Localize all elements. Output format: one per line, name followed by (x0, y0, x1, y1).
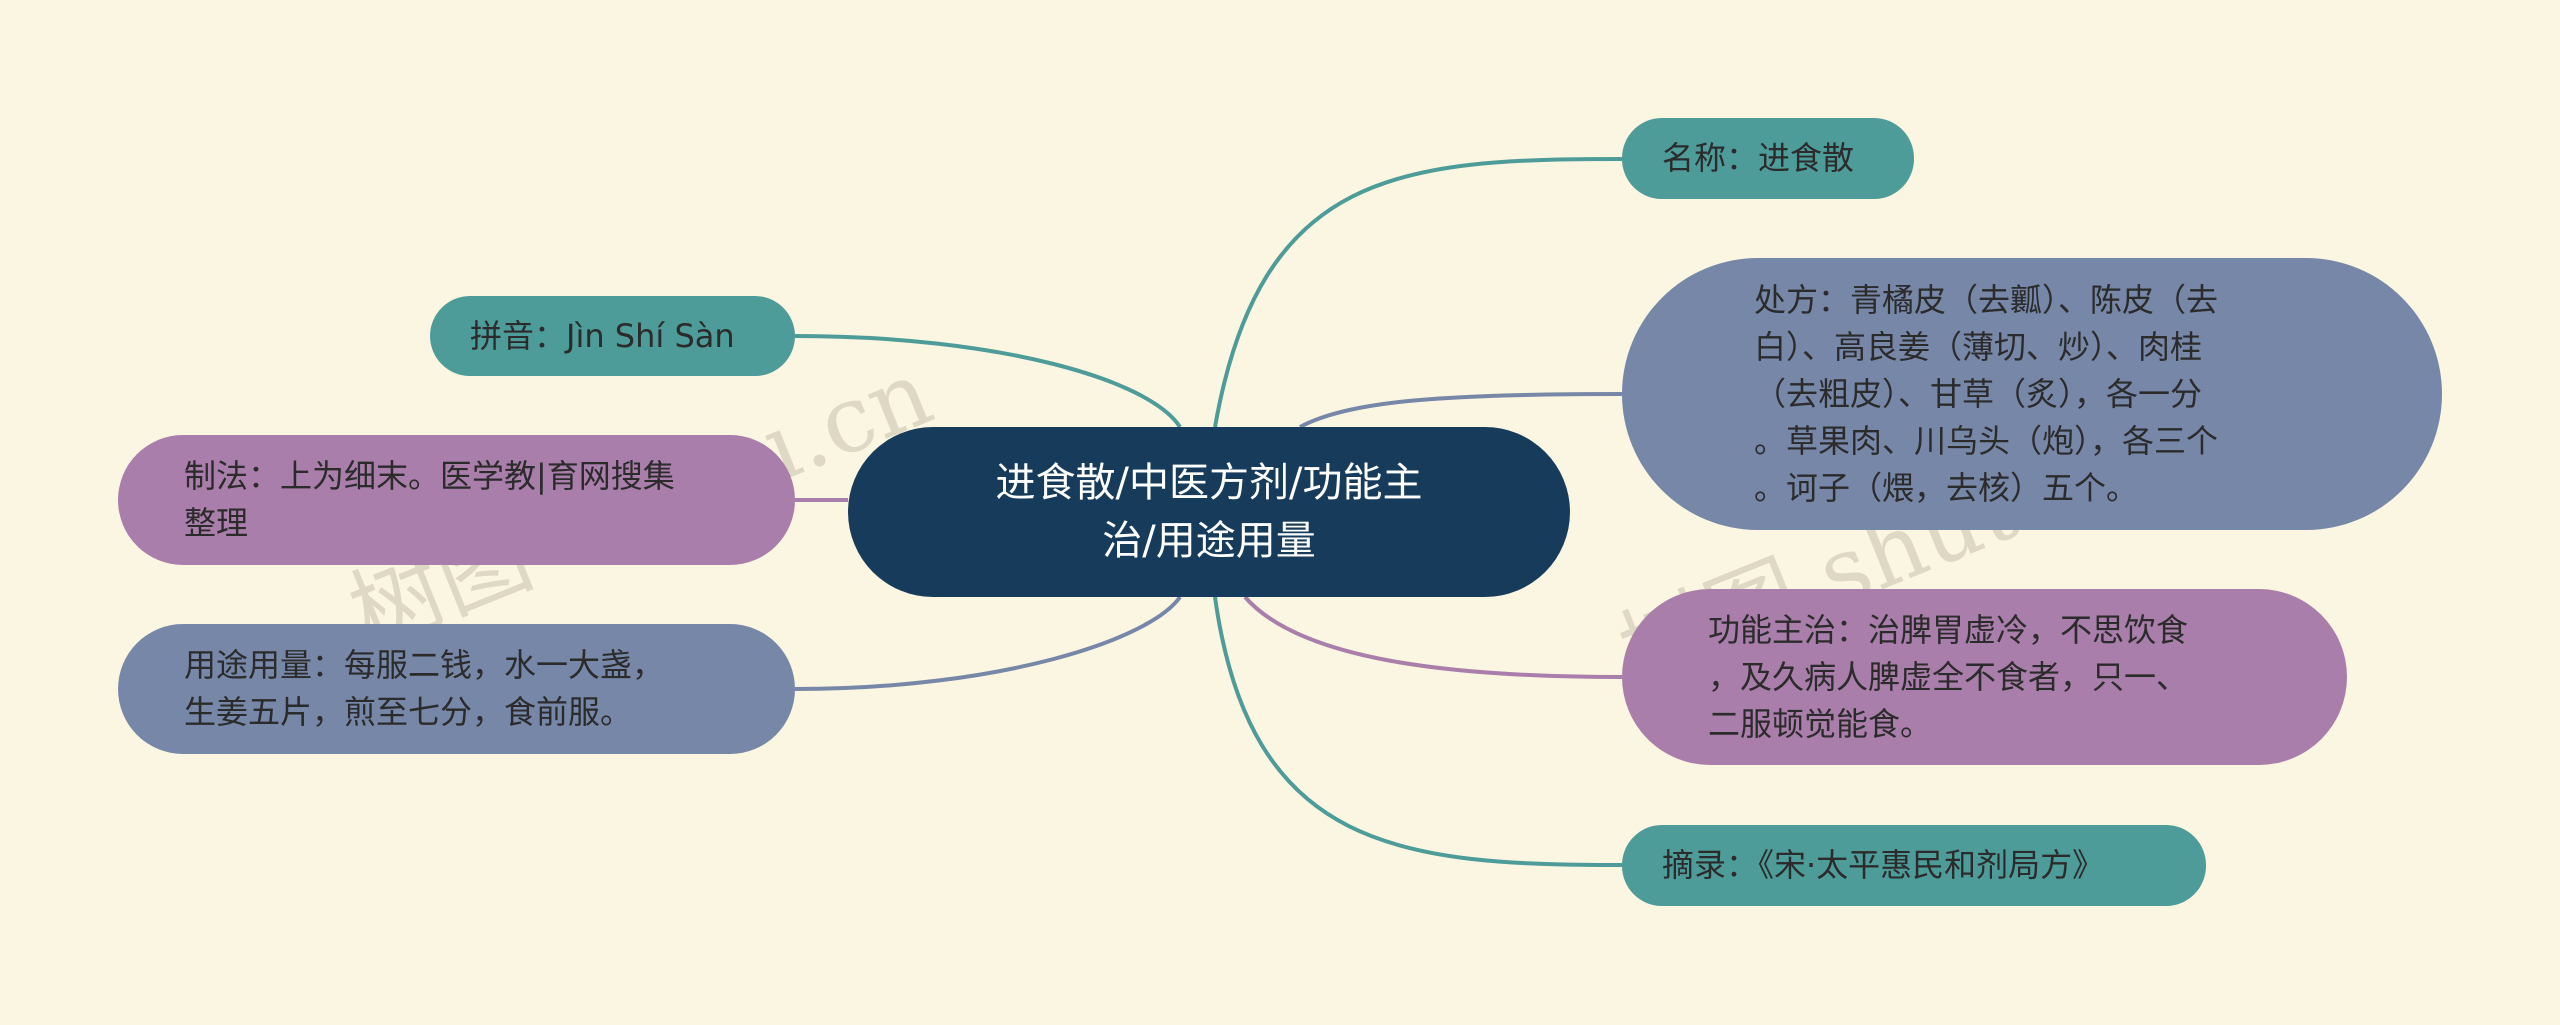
branch-chufang-line-3: （去粗皮）、甘草（炙），各一分 (1754, 374, 2203, 413)
branch-yongtu-line-2: 生姜五片，煎至七分，食前服。 (184, 693, 633, 731)
branch-text-yongtu: 用途用量：每服二钱，水一大盏， 生姜五片，煎至七分，食前服。 (184, 642, 664, 736)
branch-node-pinyin[interactable]: 拼音：Jìn Shí Sàn (430, 296, 795, 376)
branch-text-gongneng: 功能主治：治脾胃虚冷，不思饮食 ，及久病人脾虚全不食者，只一、 二服顿觉能食。 (1708, 607, 2188, 748)
link-pinyin (794, 334, 1182, 429)
branch-text-zhifa: 制法：上为细末。医学教|育网搜集 整理 (184, 453, 675, 547)
link-yongtu (794, 595, 1182, 691)
branch-chufang-line-4: 。草果肉、川乌头（炮），各三个 (1754, 421, 2219, 460)
central-topic-node[interactable]: 进食散/中医方剂/功能主 治/用途用量 (848, 427, 1570, 597)
central-topic-line-2: 治/用途用量 (1102, 518, 1316, 564)
link-gongneng (1243, 595, 1623, 679)
branch-gongneng-line-3: 二服顿觉能食。 (1708, 704, 1933, 743)
branch-chufang-line-2: 白）、高良姜（薄切、炒）、肉桂 (1754, 327, 2203, 366)
branch-gongneng-line-1: 功能主治：治脾胃虚冷，不思饮食 (1708, 610, 2189, 649)
branch-node-zhifa[interactable]: 制法：上为细末。医学教|育网搜集 整理 (118, 435, 795, 565)
branch-text-pinyin: 拼音：Jìn Shí Sàn (470, 316, 735, 355)
branch-text-chufang: 处方：青橘皮（去瓤）、陈皮（去 白）、高良姜（薄切、炒）、肉桂 （去粗皮）、甘草… (1754, 277, 2218, 512)
central-topic-text: 进食散/中医方剂/功能主 治/用途用量 (996, 454, 1423, 570)
branch-node-chufang[interactable]: 处方：青橘皮（去瓤）、陈皮（去 白）、高良姜（薄切、炒）、肉桂 （去粗皮）、甘草… (1622, 258, 2442, 530)
branch-chufang-line-5: 。诃子（煨，去核）五个。 (1754, 468, 2139, 507)
link-mingcheng (1213, 157, 1623, 428)
branch-chufang-line-1: 处方：青橘皮（去瓤）、陈皮（去 (1754, 280, 2219, 319)
branch-node-yongtu[interactable]: 用途用量：每服二钱，水一大盏， 生姜五片，煎至七分，食前服。 (118, 624, 795, 754)
branch-gongneng-line-2: ，及久病人脾虚全不食者，只一、 (1708, 657, 2189, 696)
branch-yongtu-line-1: 用途用量：每服二钱，水一大盏， (184, 646, 665, 684)
branch-node-mingcheng[interactable]: 名称：进食散 (1622, 118, 1914, 199)
branch-node-zhailu[interactable]: 摘录：《宋·太平惠民和剂局方》 (1622, 825, 2206, 906)
central-topic-line-1: 进食散/中医方剂/功能主 (995, 460, 1423, 506)
branch-text-mingcheng: 名称：进食散 (1662, 139, 1855, 177)
branch-text-zhailu: 摘录：《宋·太平惠民和剂局方》 (1662, 846, 2105, 884)
branch-zhifa-line-2: 整理 (184, 504, 249, 542)
link-chufang (1299, 392, 1623, 429)
branch-node-gongneng[interactable]: 功能主治：治脾胃虚冷，不思饮食 ，及久病人脾虚全不食者，只一、 二服顿觉能食。 (1622, 589, 2347, 765)
link-zhailu (1213, 596, 1623, 867)
branch-zhifa-line-1: 制法：上为细末。医学教|育网搜集 (184, 457, 675, 495)
